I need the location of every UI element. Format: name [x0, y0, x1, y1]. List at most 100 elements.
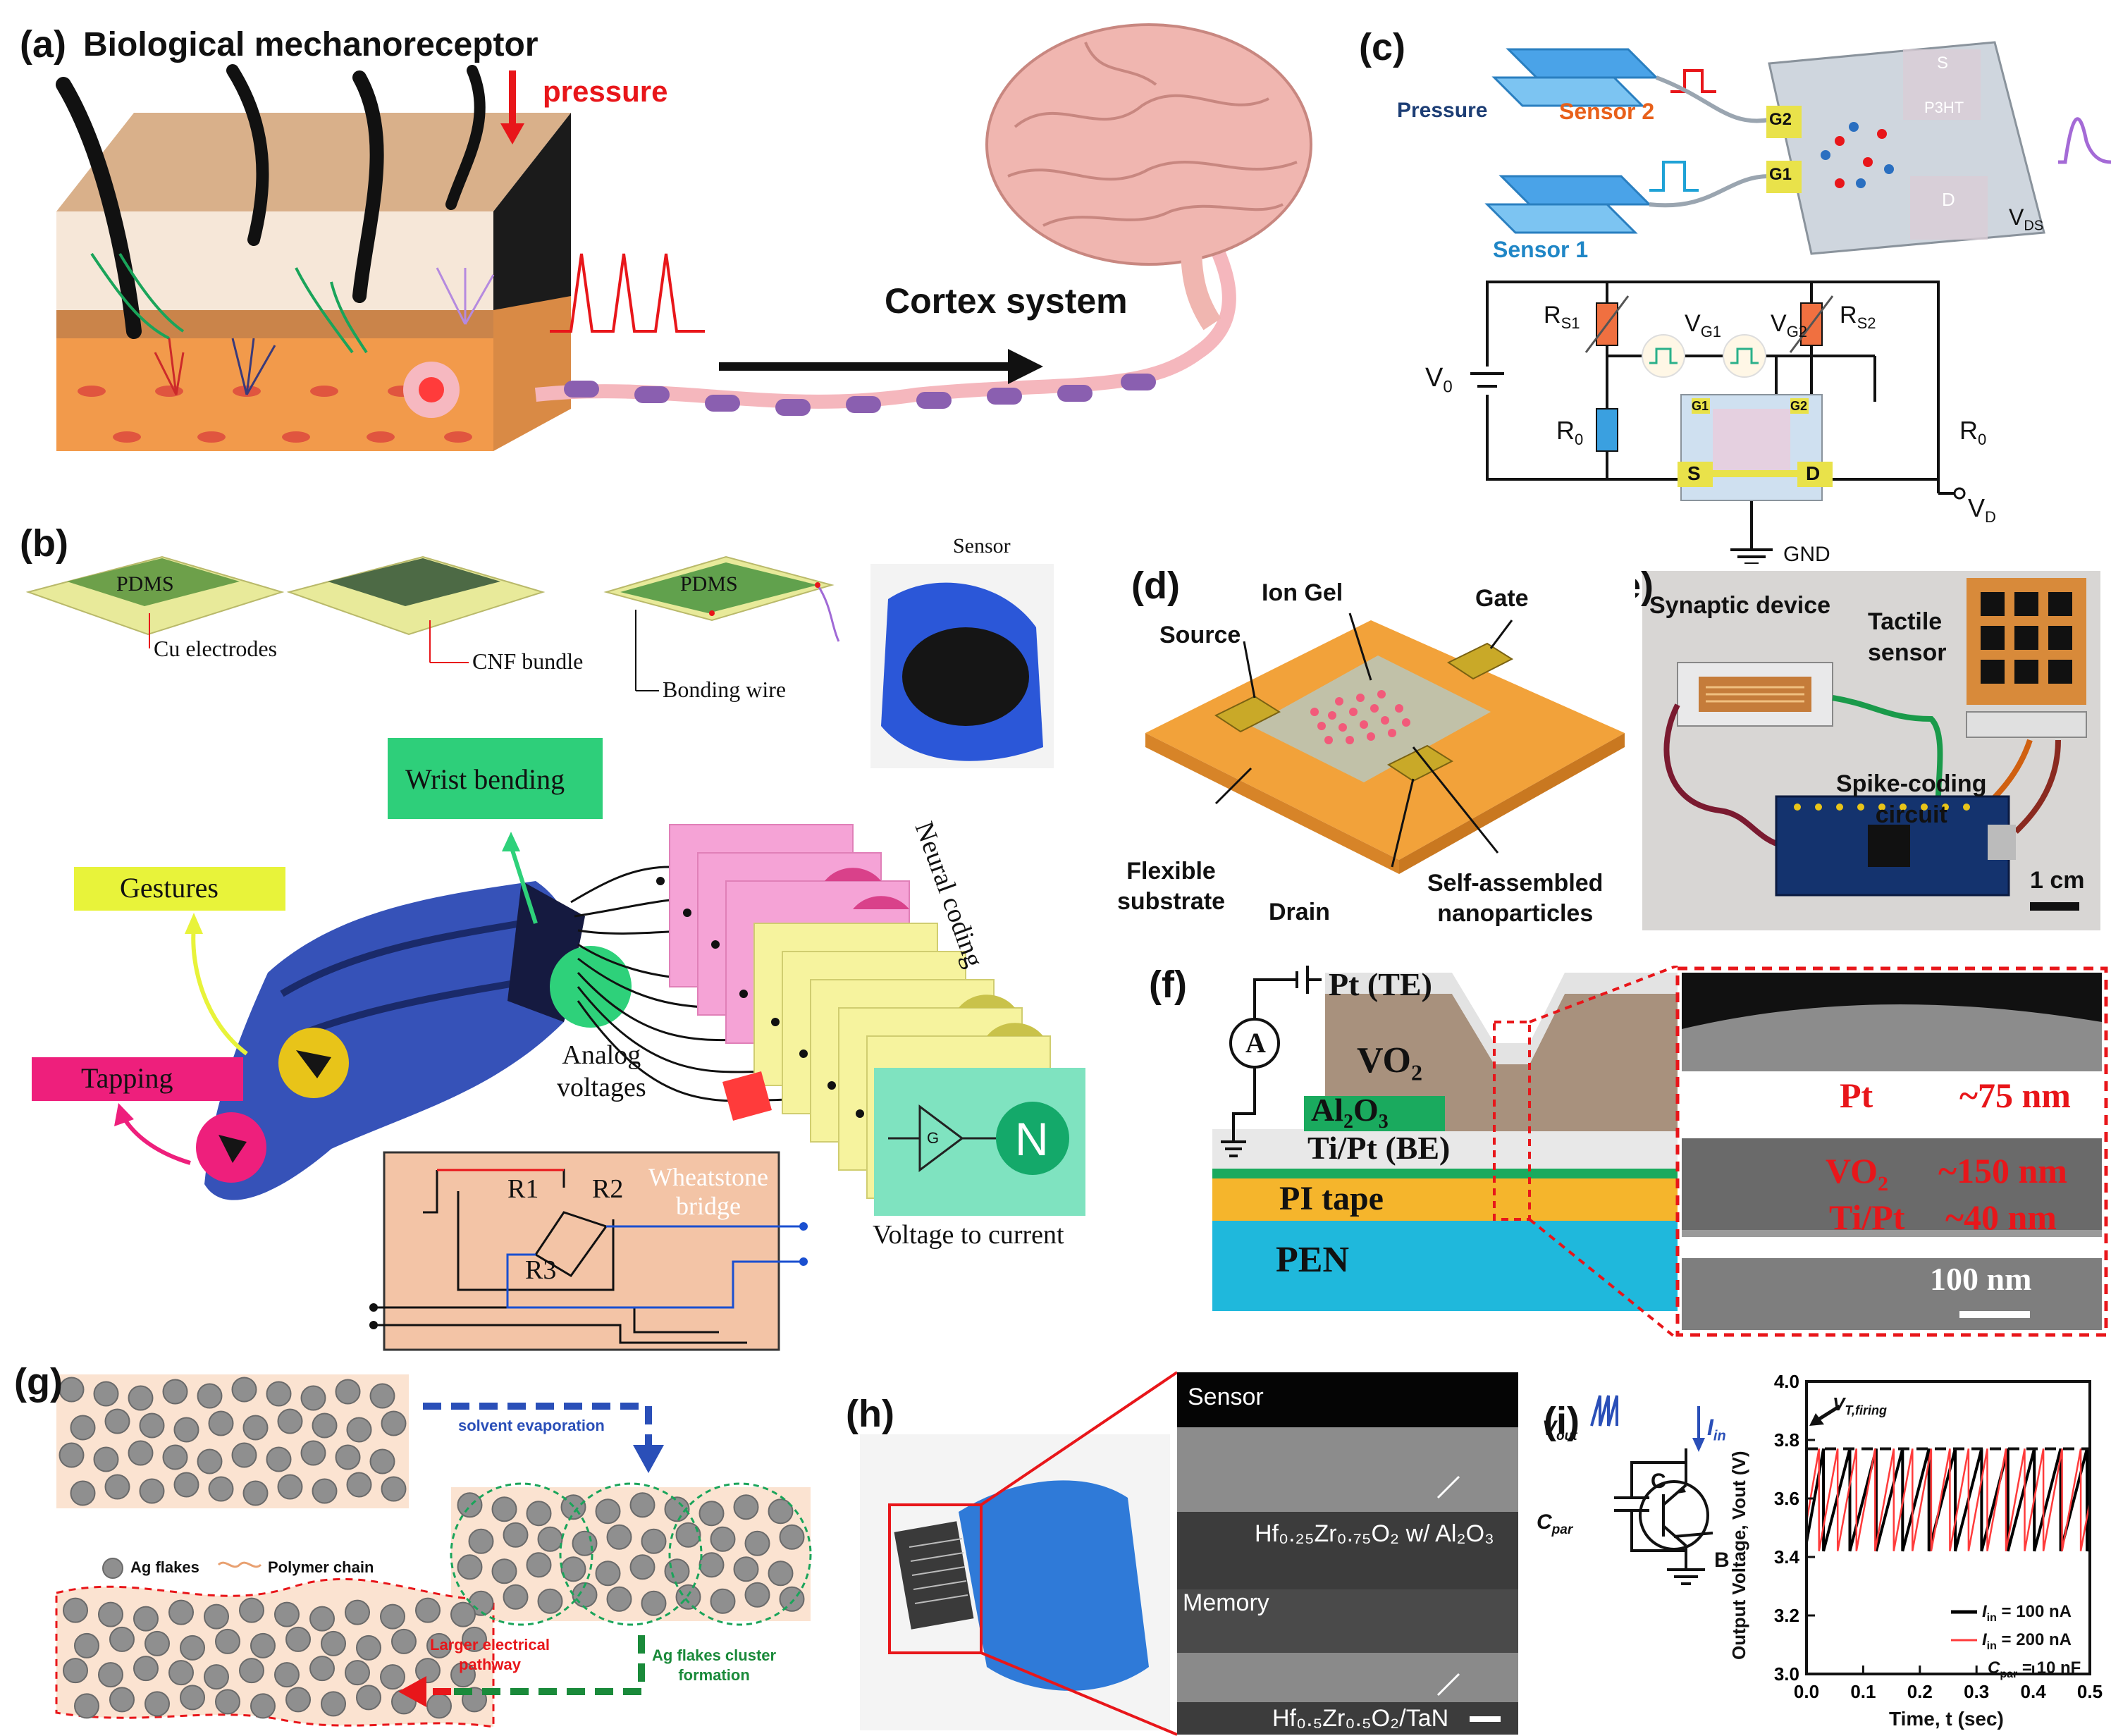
pressure-label-c: Pressure: [1397, 99, 1488, 122]
ag-flake: [173, 1472, 199, 1498]
tactile-sensor-label: Tactile sensor: [1868, 608, 1947, 667]
sensor-layer-label: Sensor: [1188, 1384, 1264, 1410]
layer-stack-illustration: [1212, 966, 2108, 1339]
ag-flake: [698, 1501, 725, 1527]
ag-flake: [231, 1442, 257, 1468]
ag-flake: [285, 1626, 311, 1652]
r1-label: R1: [507, 1174, 539, 1204]
sensor-photo-label: Sensor: [953, 534, 1011, 558]
ag-flake: [595, 1498, 621, 1525]
ag-flake: [426, 1693, 452, 1719]
ag-flake: [208, 1410, 234, 1436]
wearable-illustration: [25, 555, 1085, 1351]
r3-label: R3: [525, 1255, 557, 1285]
ag-flake: [139, 1478, 165, 1504]
ag-flake: [74, 1632, 99, 1658]
ag-flake: [768, 1498, 794, 1525]
pi-tape-label: PI tape: [1279, 1180, 1384, 1217]
ag-flake: [664, 1496, 690, 1522]
tem-scale-label: 100 nm: [1930, 1261, 2032, 1297]
y-tick-label: 3.8: [1774, 1429, 1799, 1451]
ag-flake: [733, 1556, 759, 1582]
ag-flake: [744, 1582, 770, 1608]
ag-flake: [503, 1522, 529, 1548]
circuit-schematic: [1590, 1395, 1713, 1585]
ag-flake: [491, 1558, 517, 1584]
ag-flake: [63, 1597, 88, 1623]
wheatstone-label: Wheatstone bridge: [648, 1163, 768, 1221]
ag-flake: [537, 1526, 563, 1552]
ag-flake: [133, 1606, 159, 1632]
ag-flake: [595, 1560, 621, 1587]
ag-flake: [168, 1599, 194, 1625]
ag-flake: [537, 1588, 563, 1614]
ag-flake: [450, 1662, 476, 1688]
ag-flake: [204, 1664, 229, 1690]
series-line-1: [1805, 1448, 2091, 1551]
ag-flake: [70, 1480, 96, 1506]
ag-flake: [381, 1476, 407, 1502]
ag-flake: [457, 1492, 483, 1518]
ag-flake: [491, 1496, 517, 1522]
ag-flake: [641, 1590, 667, 1616]
ag-flake: [300, 1385, 326, 1411]
ag-flake: [208, 1476, 234, 1502]
series-line-0: [1805, 1448, 2091, 1552]
vds-label: VDS: [2009, 204, 2044, 234]
circuit-chip-d: D: [1806, 462, 1821, 484]
legend-entry-100: Iin = 100 nA: [1982, 1602, 2072, 1624]
ag-flake: [345, 1599, 370, 1625]
gestures-box: [74, 867, 285, 911]
ag-flake: [215, 1689, 240, 1715]
panel-a-label: (a): [20, 23, 66, 66]
ag-flake: [664, 1558, 690, 1584]
ag-flake: [215, 1628, 240, 1654]
iin-label: Iin: [1707, 1415, 1726, 1444]
ag-flake: [641, 1528, 667, 1554]
panel-e-label: (e): [1635, 565, 1654, 607]
pdms1-label: PDMS: [116, 572, 174, 596]
cu-electrodes-label: Cu electrodes: [154, 636, 278, 661]
chip-g2: G2: [1769, 110, 1792, 129]
cpar-label: Cpar: [1537, 1510, 1573, 1537]
sensor2-label: Sensor 2: [1559, 99, 1655, 124]
al2o3-label: Al2O3: [1311, 1092, 1389, 1133]
vo2-label: VO2: [1357, 1040, 1422, 1085]
pressure-label: pressure: [543, 75, 668, 108]
hzo-top-label: Hf₀.₂₅Zr₀.₇₅O₂ w/ Al₂O₃: [1255, 1520, 1494, 1547]
ag-flake: [242, 1480, 269, 1506]
drain-label: Drain: [1269, 899, 1330, 925]
ag-flake: [675, 1584, 701, 1610]
ag-flake: [309, 1656, 335, 1682]
ag-flake: [239, 1597, 264, 1623]
source-label: Source: [1159, 622, 1241, 648]
pen-label: PEN: [1276, 1240, 1349, 1280]
circuit-chip-s: S: [1687, 462, 1701, 484]
ag-flake: [710, 1526, 736, 1552]
rs2-label: RS2: [1840, 302, 1876, 332]
threshold-arrowhead: [1809, 1413, 1824, 1426]
ag-flake: [468, 1590, 494, 1616]
ag-flake: [309, 1606, 335, 1632]
ag-flake: [415, 1658, 441, 1684]
ag-flake: [503, 1584, 529, 1610]
ag-flake: [606, 1586, 632, 1612]
r0a-label: R0: [1556, 416, 1584, 449]
y-tick-label: 3.0: [1774, 1663, 1799, 1685]
larger-pathway-label: Larger electrical pathway: [430, 1636, 550, 1673]
ag-flake: [321, 1691, 346, 1717]
pt-te-label: Pt (TE): [1329, 966, 1432, 1002]
ag-flake: [70, 1415, 96, 1441]
ag-flake: [180, 1685, 205, 1711]
ag-flake: [779, 1524, 805, 1550]
ag-flake: [277, 1408, 303, 1434]
panel-d-label: (d): [1131, 565, 1180, 607]
hzo-bottom-label: Hf₀.₅Zr₀.₅O₂/TaN: [1272, 1705, 1449, 1732]
tem-vo2-thickness: ~150 nm: [1938, 1151, 2067, 1190]
ag-flake: [345, 1660, 370, 1686]
ag-flake: [744, 1530, 770, 1556]
ag-flake: [462, 1626, 487, 1652]
ag-flake: [109, 1626, 135, 1652]
threshold-label: VT,firing: [1833, 1393, 1887, 1418]
ag-flake: [560, 1556, 586, 1582]
